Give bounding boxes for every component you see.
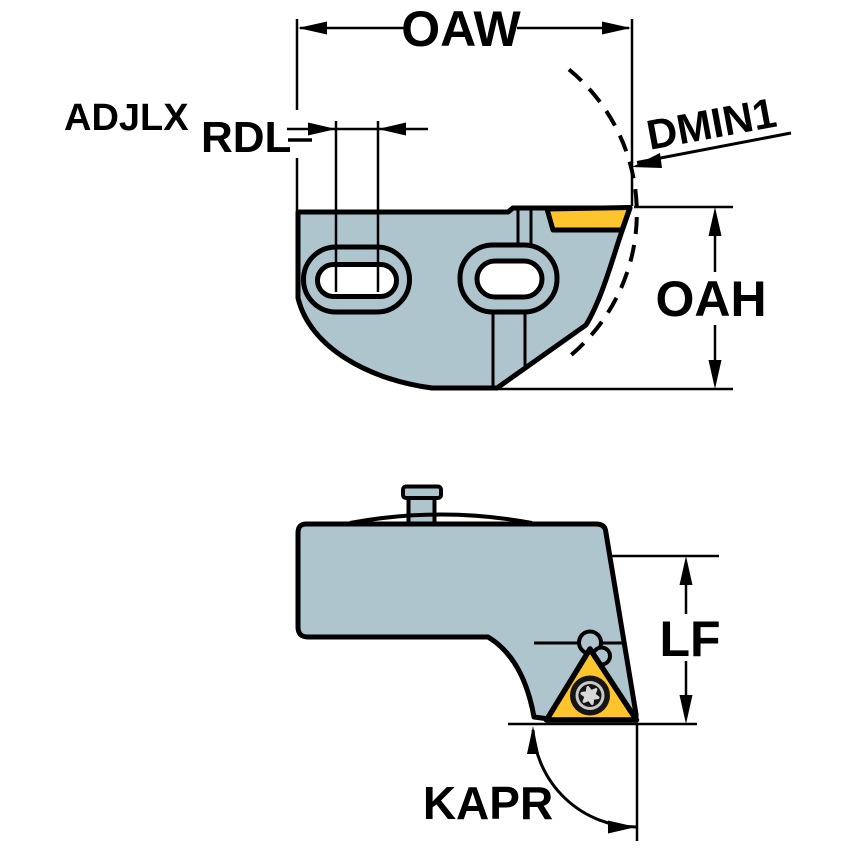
left-slot-hole (315, 262, 399, 299)
rdl-dimension: ADJLX RDL (64, 97, 428, 292)
dmin1-arrow (632, 153, 662, 168)
oah-dimension: OAH (497, 205, 767, 391)
oah-arrow-up (708, 207, 722, 236)
kapr-arrow-up (527, 726, 539, 754)
insert-top-view (544, 205, 633, 233)
knob-cap (401, 484, 443, 500)
rdl-dimension-label: RDL (201, 113, 291, 162)
lf-arrow-up (679, 556, 693, 585)
oah-arrow-down (708, 360, 722, 389)
oaw-arrow-left (298, 21, 327, 35)
oaw-arrow-right (602, 21, 631, 35)
adjlx-dimension-label: ADJLX (64, 97, 189, 139)
right-slot-hole (474, 258, 545, 300)
rdl-arrow-left (308, 122, 336, 136)
rdl-arrow-right (378, 122, 406, 136)
dmin1-callout: DMIN1 (632, 89, 792, 168)
oaw-dimension: OAW (295, 1, 634, 211)
kapr-arrow-right (608, 820, 636, 834)
dmin1-dashed-circle (564, 67, 639, 362)
dmin1-leader-line (636, 131, 792, 164)
oah-dimension-label: OAH (655, 271, 766, 327)
top-view (295, 67, 639, 391)
boss-silhouette-arc (349, 512, 533, 525)
lf-arrow-down (679, 695, 693, 724)
torx-star (580, 686, 600, 705)
side-view (295, 484, 640, 723)
lf-dimension: LF (609, 554, 721, 724)
kapr-dimension: KAPR (423, 722, 697, 841)
torx-screw-icon (570, 675, 610, 716)
kapr-dimension-label: KAPR (423, 777, 553, 829)
lf-dimension-label: LF (659, 611, 720, 667)
side-view-body (295, 521, 639, 722)
oaw-dimension-label: OAW (401, 1, 521, 57)
